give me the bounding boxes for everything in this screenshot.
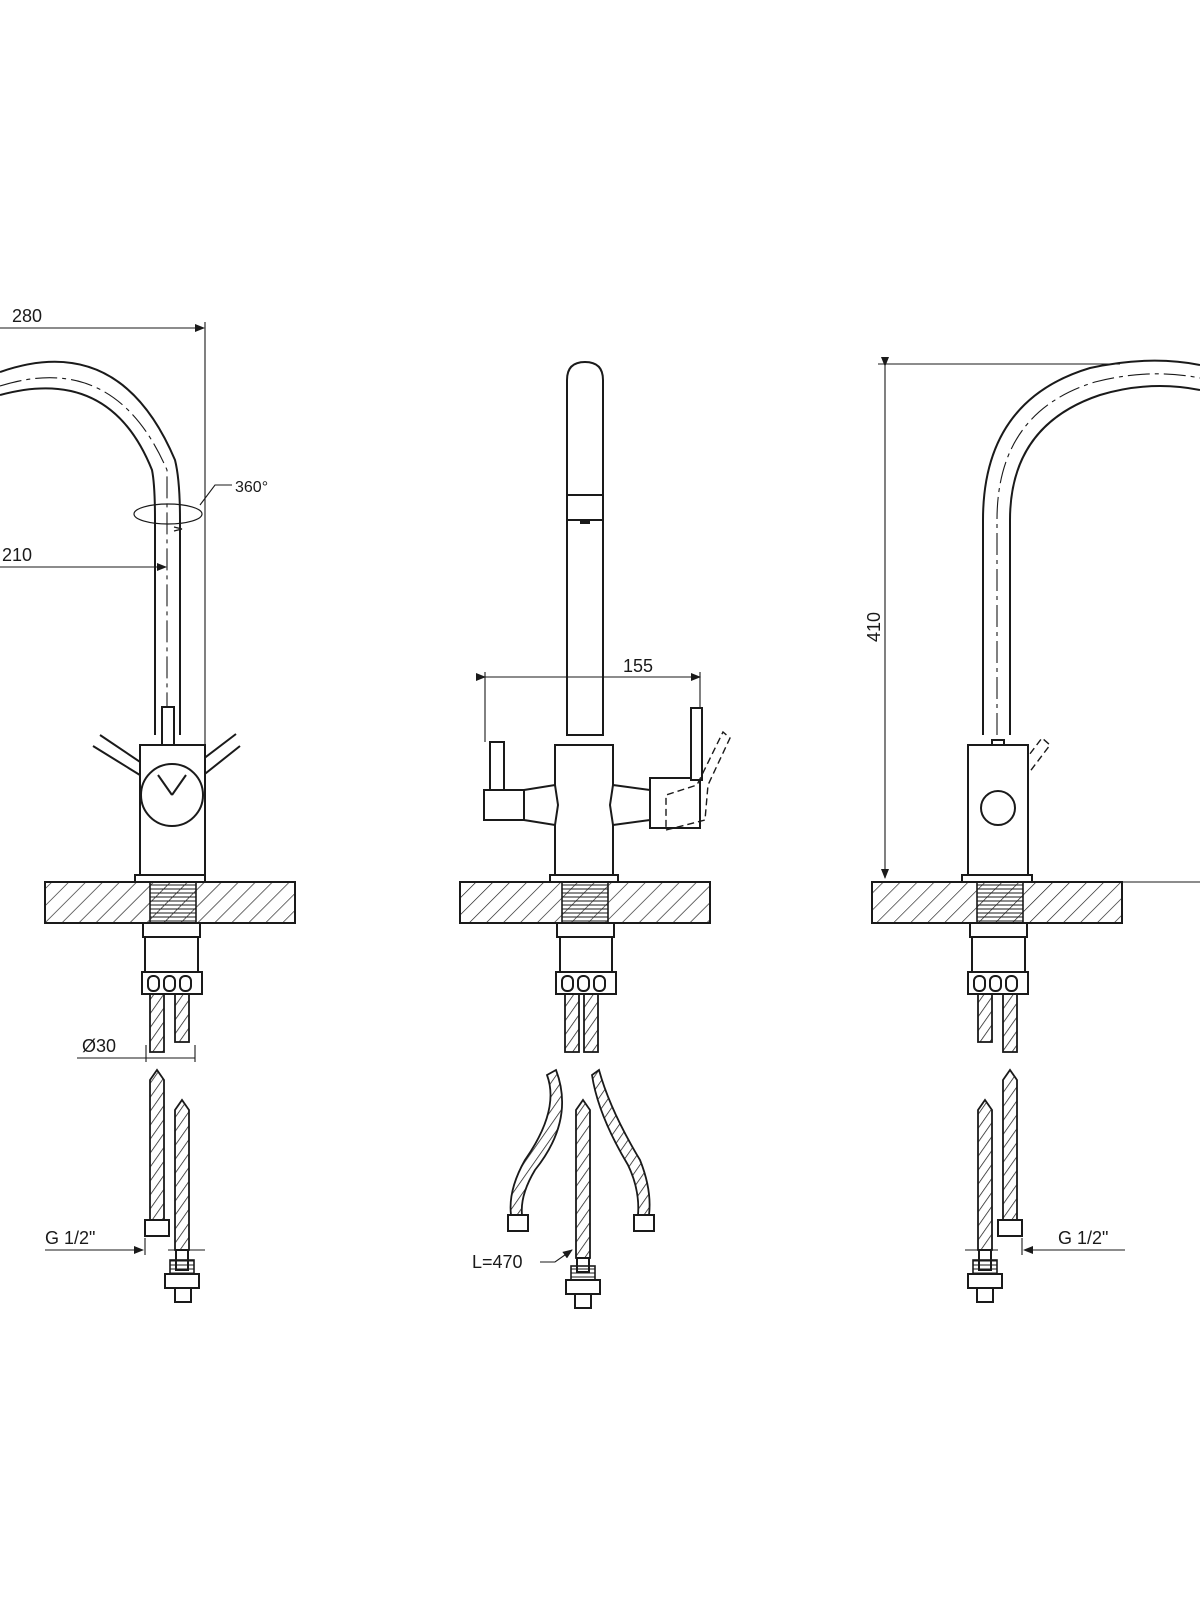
dimension-lines <box>0 322 1200 1263</box>
front-view <box>459 360 731 1309</box>
dim-thread-right: G 1/2" <box>1058 1228 1108 1248</box>
dim-rotation: 360° <box>235 479 268 496</box>
dim-210: 210 <box>2 545 32 565</box>
dim-410: 410 <box>864 612 884 642</box>
dimension-labels: 280 210 360° 155 410 Ø30 G 1/2" G 1/2" L… <box>2 306 1108 1272</box>
left-side-view <box>0 360 296 1303</box>
dim-155: 155 <box>623 656 653 676</box>
right-side-view <box>871 359 1200 1303</box>
dim-hose-length: L=470 <box>472 1252 523 1272</box>
dim-thread-left: G 1/2" <box>45 1228 95 1248</box>
dim-280: 280 <box>12 306 42 326</box>
dim-diameter-30: Ø30 <box>82 1036 116 1056</box>
